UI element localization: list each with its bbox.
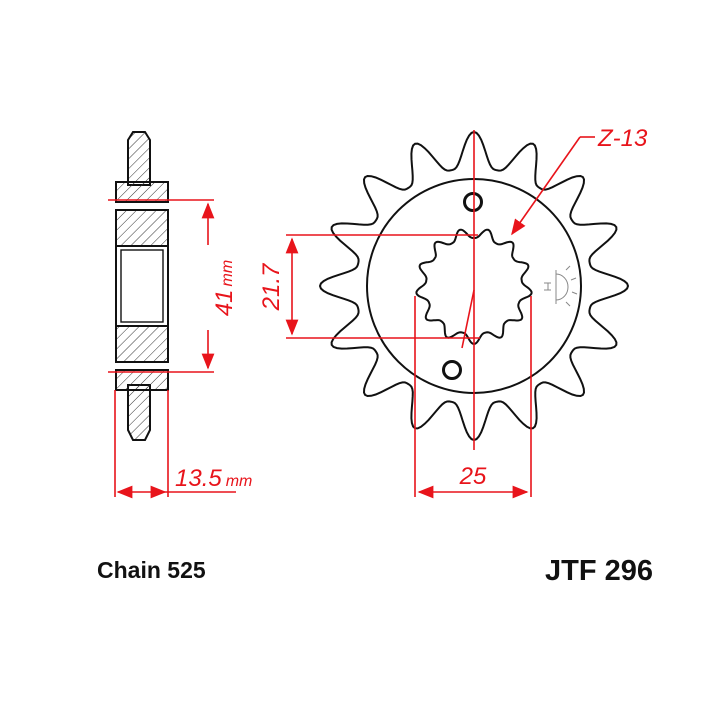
spline-teeth-label: Z-13 <box>597 125 648 152</box>
spline-bore <box>415 228 533 346</box>
hub-lower-hatch-2 <box>115 369 169 391</box>
bolt-hole-bottom <box>442 360 462 380</box>
side-tooth-bottom <box>127 384 151 441</box>
dim-21-7-label: 21.7 <box>258 262 285 311</box>
marking-symbol <box>544 265 578 307</box>
dim-25-label: 25 <box>459 463 487 490</box>
hub-upper-hatch-2 <box>115 209 169 247</box>
bolt-hole-top <box>463 192 483 212</box>
chain-label: Chain 525 <box>97 557 206 583</box>
side-tooth-top <box>127 131 151 186</box>
hub-lower-hatch <box>115 325 169 363</box>
hub-upper-hatch <box>115 181 169 203</box>
bore <box>115 245 169 327</box>
bore-inner <box>120 249 164 323</box>
dim-41-label: 41mm <box>211 260 238 316</box>
front-view: 21.7 25 Z-13 <box>258 125 648 499</box>
part-number: JTF 296 <box>545 555 653 587</box>
